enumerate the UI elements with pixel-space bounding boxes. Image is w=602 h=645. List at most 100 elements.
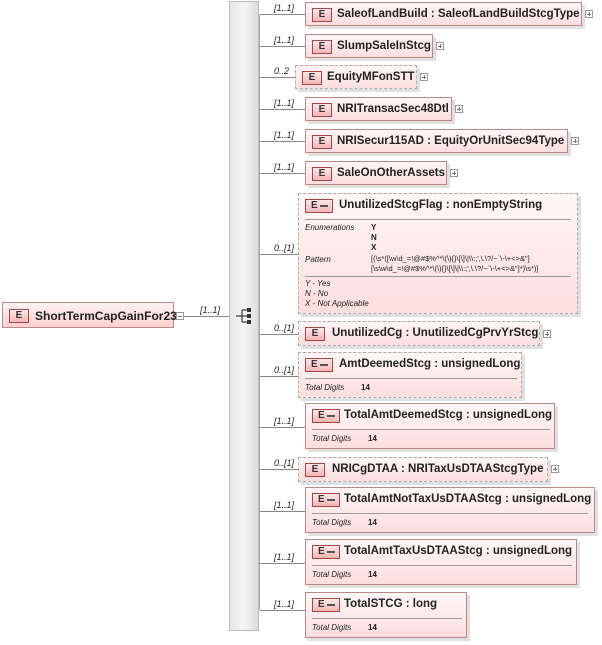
element-saleonotherassets[interactable]: E SaleOnOtherAssets (305, 161, 447, 185)
enumerations-label: Enumerations (305, 223, 355, 232)
element-badge-icon: E (302, 71, 322, 85)
element-nritransacsec48dtl[interactable]: E NRITransacSec48Dtl (305, 97, 452, 121)
connector (260, 563, 305, 564)
facet-value: 14 (368, 570, 377, 579)
element-badge-icon: E (312, 40, 332, 54)
element-totalstcg[interactable]: E TotalSTCG : long Total Digits 14 (305, 592, 467, 638)
element-totalamtnottaxusdtaastcg[interactable]: E TotalAmtNotTaxUsDTAAStcg : unsignedLon… (305, 487, 595, 533)
multiplicity-label: [1..1] (274, 552, 295, 562)
element-title: UnutilizedStcgFlag : nonEmptyString (339, 199, 543, 211)
connector (260, 254, 298, 255)
pattern-value: [(\s*([\w\d_=!@#$%^*\(\){}\[\]\|\\:;',\.… (371, 254, 530, 263)
facet-label: Total Digits (305, 383, 345, 392)
sequence-compositor-icon (236, 308, 251, 324)
connector (260, 173, 305, 174)
element-title: NRICgDTAA : NRITaxUsDTAAStcgType (332, 463, 544, 475)
element-totalamtdeemedstcg[interactable]: E TotalAmtDeemedStcg : unsignedLong Tota… (305, 403, 555, 449)
simple-element-badge-icon: E (305, 199, 333, 213)
element-title: TotalSTCG : long (344, 598, 438, 610)
documentation-line: Y - Yes (305, 279, 331, 288)
connector (260, 469, 298, 470)
divider (305, 219, 571, 220)
element-title: EquityMFonSTT (327, 71, 415, 83)
element-badge-icon: E (312, 8, 332, 22)
element-badge-icon: E (9, 309, 29, 323)
element-slumpsaleinstcg[interactable]: E SlumpSaleInStcg (305, 34, 433, 58)
element-unutilizedcg[interactable]: E UnutilizedCg : UnutilizedCgPrvYrStcg (298, 321, 540, 346)
collapse-icon[interactable] (176, 312, 184, 320)
documentation-line: X - Not Applicable (305, 299, 369, 308)
element-title: TotalAmtNotTaxUsDTAAStcg : unsignedLong (344, 493, 592, 505)
multiplicity-label: 0..[1] (274, 243, 295, 253)
facet-label: Total Digits (312, 570, 352, 579)
simple-element-badge-icon: E (312, 493, 340, 507)
element-amtdeemedstcg[interactable]: E AmtDeemedStcg : unsignedLong Total Dig… (298, 352, 522, 398)
expand-icon[interactable] (551, 465, 559, 473)
facet-value: 14 (368, 623, 377, 632)
facet-label: Total Digits (312, 518, 352, 527)
element-title: UnutilizedCg : UnutilizedCgPrvYrStcg (332, 327, 539, 339)
multiplicity-label: [1..1] (274, 162, 295, 172)
connector (260, 77, 295, 78)
root-connector (184, 316, 229, 317)
connector (260, 427, 305, 428)
element-title: TotalAmtDeemedStcg : unsignedLong (344, 409, 553, 421)
facet-label: Total Digits (312, 623, 352, 632)
expand-icon[interactable] (436, 42, 444, 50)
multiplicity-label: [1..1] (274, 3, 295, 13)
connector (260, 376, 298, 377)
divider (312, 618, 462, 619)
simple-element-badge-icon: E (312, 545, 340, 559)
simple-element-badge-icon: E (312, 598, 340, 612)
simple-element-badge-icon: E (305, 358, 333, 372)
element-title: SaleofLandBuild : SaleofLandBuildStcgTyp… (337, 8, 580, 20)
expand-icon[interactable] (420, 73, 428, 81)
element-saleoflandbuild[interactable]: E SaleofLandBuild : SaleofLandBuildStcgT… (305, 2, 582, 26)
connector (260, 141, 305, 142)
element-equitymfonstt[interactable]: E EquityMFonSTT (295, 65, 417, 89)
connector (260, 109, 305, 110)
divider (312, 565, 572, 566)
enum-value: X (371, 243, 377, 252)
element-title: SlumpSaleInStcg (337, 40, 431, 52)
facet-label: Total Digits (312, 434, 352, 443)
element-badge-icon: E (312, 135, 332, 149)
root-element-label: ShortTermCapGainFor23 (35, 309, 177, 323)
expand-icon[interactable] (571, 137, 579, 145)
pattern-value: [\s\w\d_=!@#$%^*\(\){}\[\]\|\\:;',\.\?/~… (371, 264, 539, 273)
divider (305, 276, 571, 277)
element-badge-icon: E (312, 103, 332, 117)
element-unutilizedstcgflag[interactable]: E UnutilizedStcgFlag : nonEmptyString En… (298, 193, 578, 314)
multiplicity-label: 0..[1] (274, 323, 295, 333)
spine-line (259, 14, 260, 610)
element-totalamttaxusdtaastcg[interactable]: E TotalAmtTaxUsDTAAStcg : unsignedLong T… (305, 539, 577, 585)
element-title: SaleOnOtherAssets (337, 167, 446, 179)
element-title: NRISecur115AD : EquityOrUnitSec94Type (337, 135, 565, 147)
expand-icon[interactable] (543, 330, 551, 338)
element-badge-icon: E (305, 463, 325, 477)
documentation-line: N - No (305, 289, 329, 298)
multiplicity-label: [1..1] (274, 130, 295, 140)
element-nricgdtaa[interactable]: E NRICgDTAA : NRITaxUsDTAAStcgType (298, 457, 548, 482)
expand-icon[interactable] (450, 169, 458, 177)
facet-value: 14 (361, 383, 370, 392)
divider (312, 429, 550, 430)
multiplicity-label: [1..1] (274, 98, 295, 108)
element-title: NRITransacSec48Dtl (337, 103, 449, 115)
expand-icon[interactable] (585, 10, 593, 18)
facet-value: 14 (368, 434, 377, 443)
connector (260, 610, 305, 611)
multiplicity-label: 0..[1] (274, 458, 295, 468)
element-nrisecur115ad[interactable]: E NRISecur115AD : EquityOrUnitSec94Type (305, 129, 568, 153)
root-element-box[interactable]: E ShortTermCapGainFor23 (2, 302, 177, 328)
enum-value: Y (371, 223, 377, 232)
simple-element-badge-icon: E (312, 409, 340, 423)
multiplicity-label: [1..1] (274, 599, 295, 609)
connector (260, 46, 305, 47)
expand-icon[interactable] (455, 105, 463, 113)
multiplicity-label: 0..2 (274, 66, 290, 76)
multiplicity-label: [1..1] (274, 416, 295, 426)
root-multiplicity: [1..1] (200, 305, 221, 315)
element-badge-icon: E (305, 327, 325, 341)
divider (312, 513, 588, 514)
